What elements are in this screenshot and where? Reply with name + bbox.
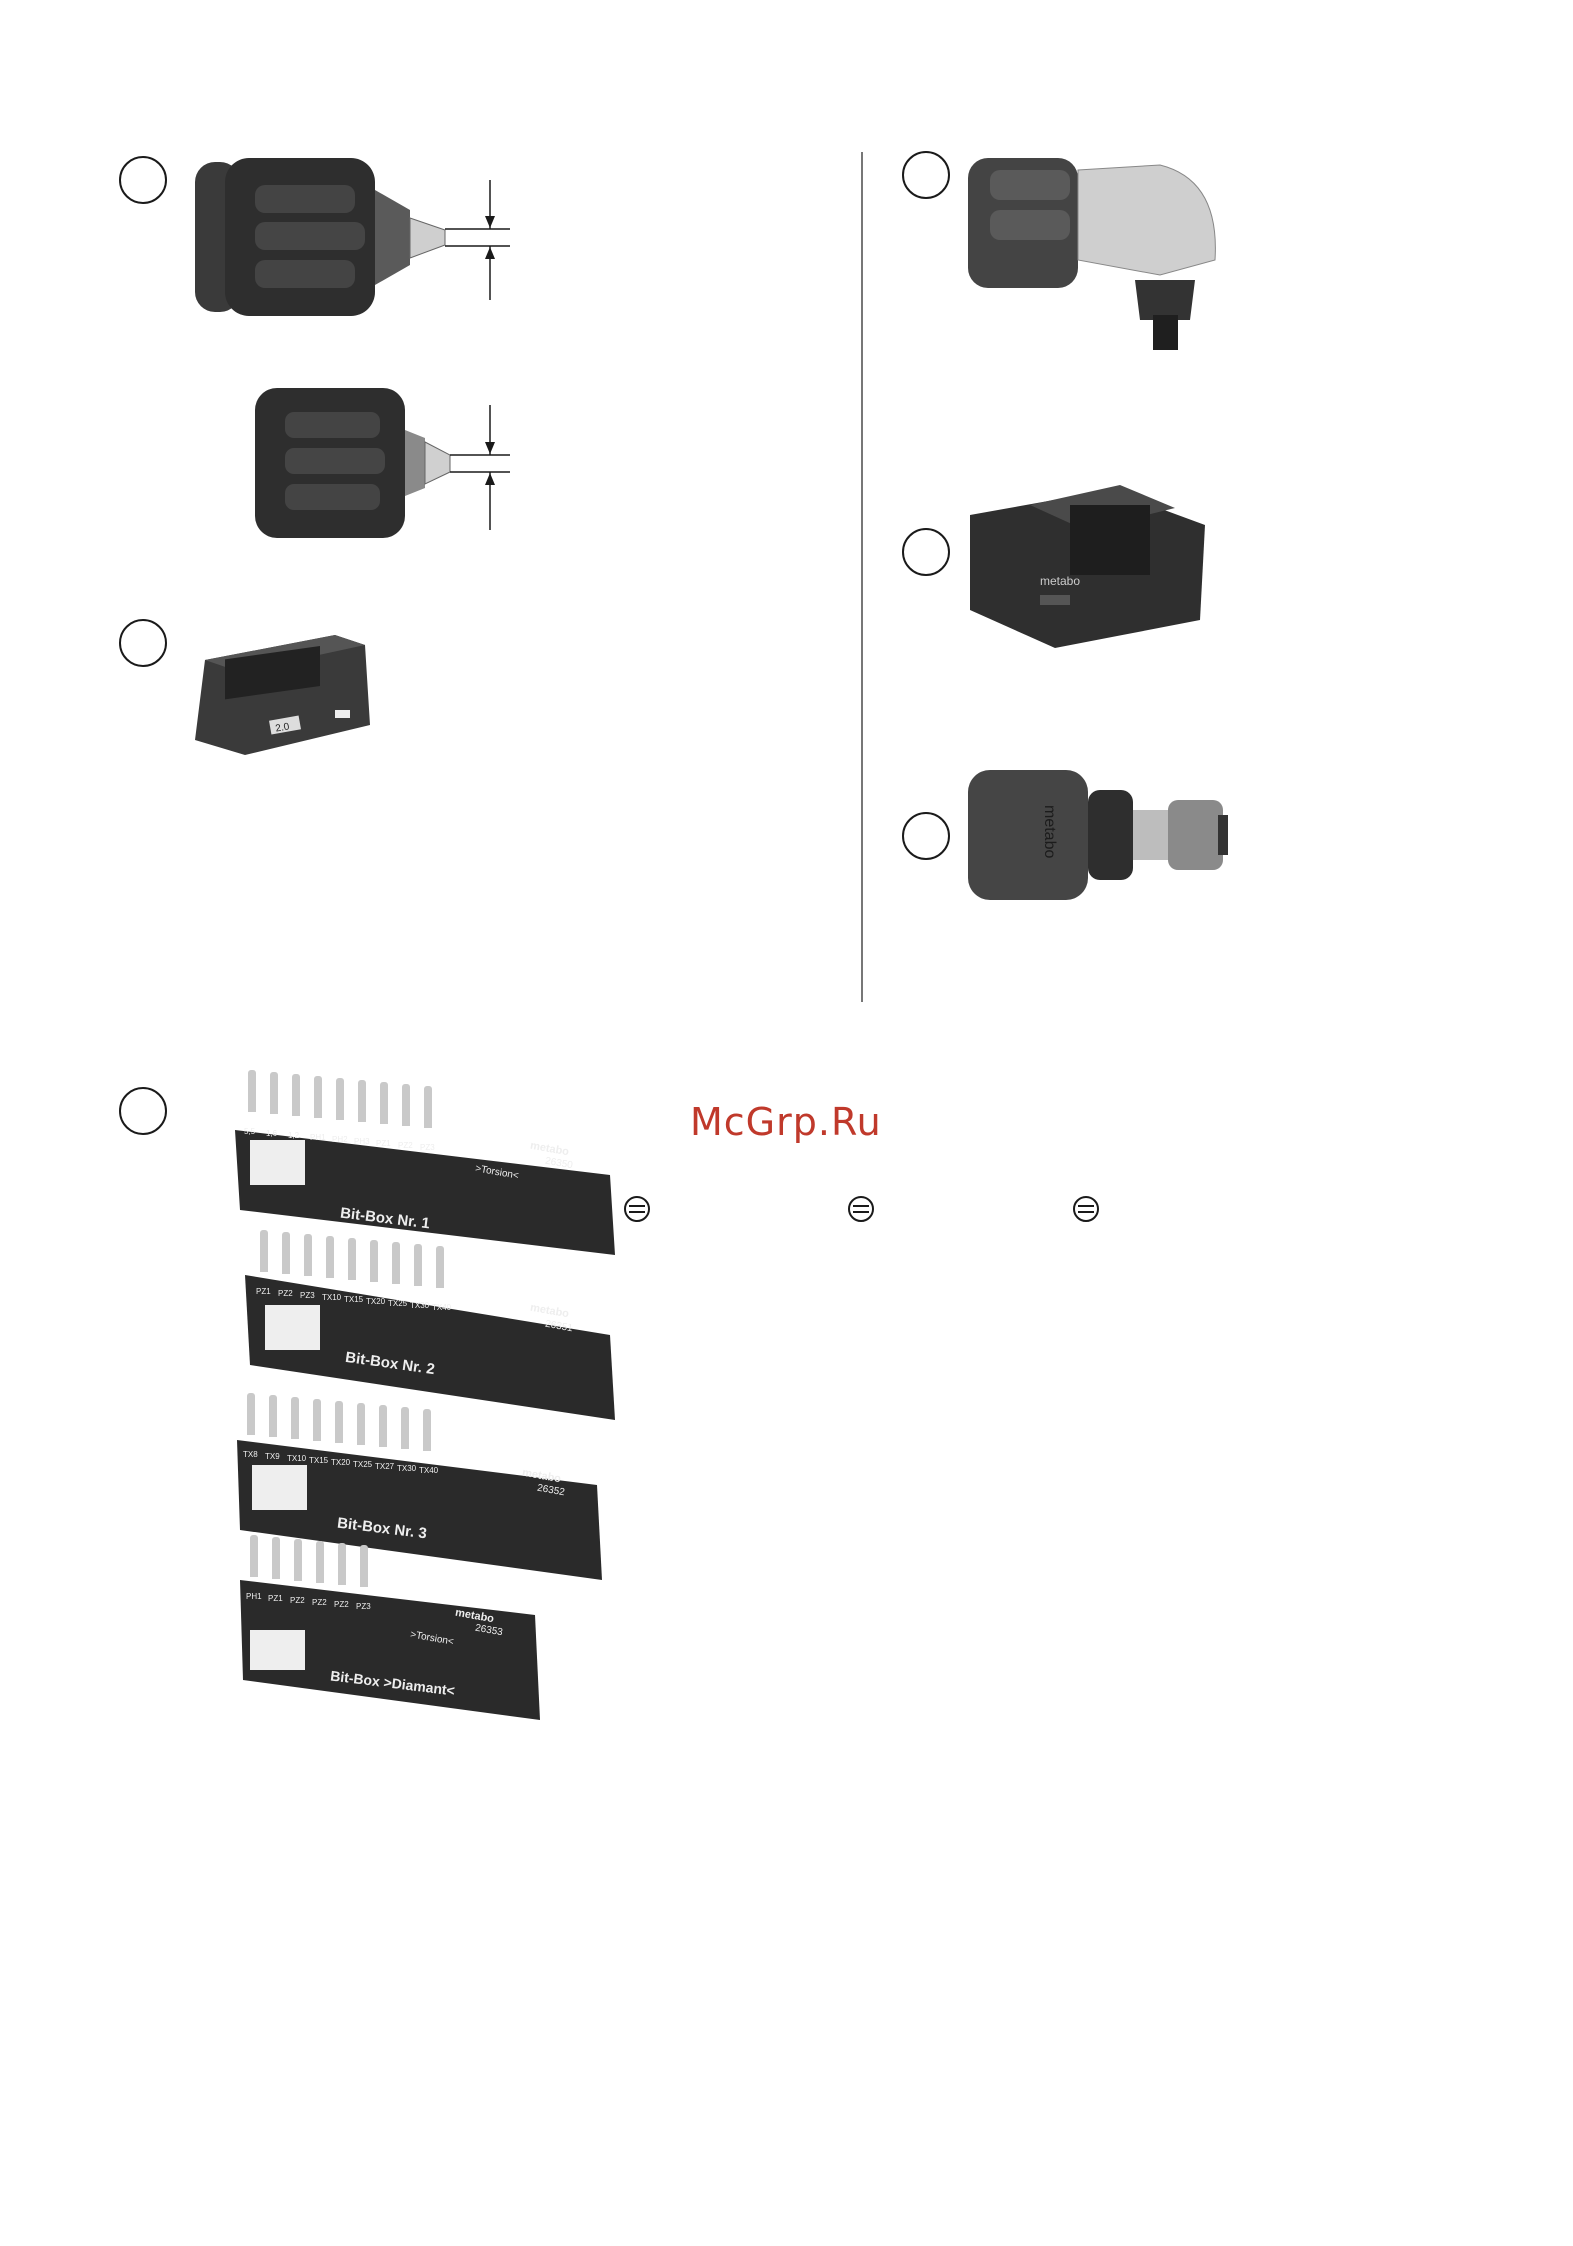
- bit-tip: [250, 1535, 258, 1577]
- bit-tip: [292, 1074, 300, 1116]
- section-marker-bitbox: [119, 1087, 167, 1135]
- bit-label: PH1: [310, 1133, 326, 1142]
- bit-label: PZ2: [312, 1598, 327, 1607]
- bit-label: TX30: [410, 1301, 430, 1310]
- bit-label: PZ3: [356, 1602, 371, 1611]
- bit-tip: [272, 1537, 280, 1579]
- bit-tip: [291, 1397, 299, 1439]
- bit-label: PZ1: [268, 1594, 283, 1603]
- bit-label: TX8: [243, 1450, 258, 1459]
- bit-tip: [380, 1082, 388, 1124]
- bit-tip: [335, 1401, 343, 1443]
- bit-tip: [313, 1399, 321, 1441]
- battery-charger-image: metabo: [970, 485, 1205, 648]
- bit-tip: [338, 1543, 346, 1585]
- bit-label: PZ1: [376, 1139, 391, 1148]
- bit-tip: [436, 1246, 444, 1288]
- watermark: McGrp.Ru: [690, 1100, 882, 1144]
- bit-label: TX20: [331, 1458, 351, 1467]
- bit-tip: [294, 1539, 302, 1581]
- circle-symbol-icon: [1073, 1196, 1099, 1222]
- bit-label: PZ2: [290, 1596, 305, 1605]
- bit-tip: [357, 1403, 365, 1445]
- bit-label: TX30: [397, 1464, 417, 1473]
- bit-tip: [424, 1086, 432, 1128]
- bit-tip: [379, 1405, 387, 1447]
- bit-tip: [248, 1070, 256, 1112]
- adapter-brand: metabo: [1041, 805, 1058, 858]
- circle-symbol-icon: [624, 1196, 650, 1222]
- bit-label: PZ2: [278, 1289, 293, 1298]
- battery-capacity-label: 2.0: [275, 721, 291, 734]
- bit-tip: [401, 1407, 409, 1449]
- bit-label: 5,5: [244, 1127, 256, 1136]
- bit-tip: [316, 1541, 324, 1583]
- bit-tip: [392, 1242, 400, 1284]
- bit-tip: [348, 1238, 356, 1280]
- section-marker-chuck: [119, 156, 167, 204]
- bit-tip: [304, 1234, 312, 1276]
- bit-label: TX40: [432, 1303, 452, 1312]
- bit-tip: [270, 1072, 278, 1114]
- bit-tip: [269, 1395, 277, 1437]
- section-marker-angle-head: [902, 151, 950, 199]
- bit-label: PZ2: [398, 1141, 413, 1150]
- bitbox-diamant: Bit-Box >Diamant< metabo 26353 >Torsion<…: [235, 1530, 545, 1730]
- keyless-chuck-large-image: [195, 158, 510, 316]
- angle-head-attachment-image: [968, 158, 1216, 350]
- bit-label: TX10: [322, 1293, 342, 1302]
- bit-tip: [358, 1080, 366, 1122]
- bit-label: TX20: [366, 1297, 386, 1306]
- battery-pack-image: 2.0: [195, 635, 370, 755]
- bit-label: TX9: [265, 1452, 280, 1461]
- bitbox-1: Bit-Box Nr. 1 metabo 26350 >Torsion< 5,5…: [230, 1040, 625, 1262]
- bit-label: PZ3: [420, 1143, 435, 1152]
- bit-label: PZ2: [334, 1600, 349, 1609]
- bit-label: TX15: [344, 1295, 364, 1304]
- bit-tip: [360, 1545, 368, 1587]
- bit-tip: [260, 1230, 268, 1272]
- bit-tip: [423, 1409, 431, 1451]
- bit-label: 1,6: [266, 1129, 278, 1138]
- bit-tip: [336, 1078, 344, 1120]
- bit-tip: [314, 1076, 322, 1118]
- bit-tip: [326, 1236, 334, 1278]
- section-marker-bit-holder: [902, 812, 950, 860]
- bit-label: TX15: [309, 1456, 329, 1465]
- bit-label: 1,2: [288, 1131, 300, 1140]
- bit-label: TX27: [375, 1462, 395, 1471]
- bit-tip: [282, 1232, 290, 1274]
- bit-tip: [402, 1084, 410, 1126]
- bit-label: TX25: [353, 1460, 373, 1469]
- bit-label: PZ1: [256, 1287, 271, 1296]
- section-marker-battery: [119, 619, 167, 667]
- bit-label: PZ3: [300, 1291, 315, 1300]
- bit-label: TX40: [419, 1466, 439, 1475]
- bit-label: PH3: [354, 1137, 370, 1146]
- bit-tip: [247, 1393, 255, 1435]
- section-marker-charger: [902, 528, 950, 576]
- bit-label: TX10: [287, 1454, 307, 1463]
- bit-holder-adapter-image: metabo: [968, 770, 1228, 900]
- bit-label: TX25: [388, 1299, 408, 1308]
- column-divider: [861, 152, 863, 1002]
- keyless-chuck-small-image: [255, 388, 510, 538]
- bit-label: PH2: [332, 1135, 348, 1144]
- bit-tip: [370, 1240, 378, 1282]
- bit-tip: [414, 1244, 422, 1286]
- circle-symbol-icon: [848, 1196, 874, 1222]
- charger-brand: metabo: [1040, 574, 1080, 588]
- bit-label: PH1: [246, 1592, 262, 1601]
